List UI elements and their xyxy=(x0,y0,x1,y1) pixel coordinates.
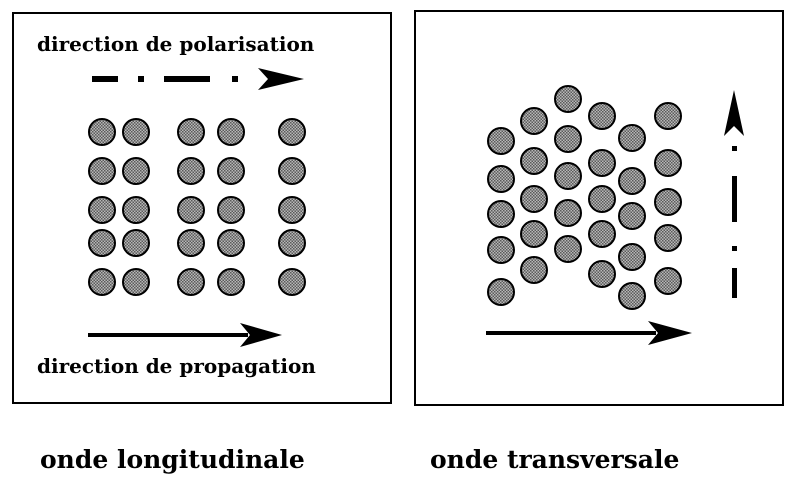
particle xyxy=(520,256,548,284)
particle xyxy=(122,118,150,146)
particle xyxy=(588,149,616,177)
particle xyxy=(654,267,682,295)
particle xyxy=(88,118,116,146)
particle xyxy=(654,102,682,130)
particle xyxy=(88,196,116,224)
particle xyxy=(520,147,548,175)
particle xyxy=(278,196,306,224)
particle xyxy=(278,157,306,185)
propagation-direction-label: direction de propagation xyxy=(37,354,316,378)
particle xyxy=(122,268,150,296)
particle xyxy=(588,260,616,288)
longitudinal-wave-caption: onde longitudinale xyxy=(40,445,305,474)
particle xyxy=(520,220,548,248)
particle xyxy=(88,268,116,296)
propagation-arrow-icon xyxy=(88,323,282,347)
particle xyxy=(177,118,205,146)
particle xyxy=(217,157,245,185)
transverse-particle-field xyxy=(487,85,682,310)
longitudinal-particle-grid xyxy=(88,118,306,296)
particle xyxy=(618,167,646,195)
particle xyxy=(588,102,616,130)
particle xyxy=(487,200,515,228)
polarization-arrow-icon xyxy=(724,90,744,298)
particle xyxy=(122,157,150,185)
transverse-wave-caption: onde transversale xyxy=(430,445,680,474)
particle xyxy=(654,149,682,177)
particle xyxy=(217,196,245,224)
particle xyxy=(654,188,682,216)
particle xyxy=(88,157,116,185)
particle xyxy=(177,268,205,296)
particle xyxy=(618,282,646,310)
polarization-arrow-icon xyxy=(92,68,304,90)
particle xyxy=(487,236,515,264)
particle xyxy=(278,229,306,257)
particle xyxy=(554,85,582,113)
particle xyxy=(554,199,582,227)
particle xyxy=(217,118,245,146)
particle xyxy=(122,229,150,257)
particle xyxy=(554,125,582,153)
particle xyxy=(520,185,548,213)
particle xyxy=(122,196,150,224)
particle xyxy=(618,124,646,152)
particle xyxy=(177,196,205,224)
particle xyxy=(278,268,306,296)
transverse-wave-figure xyxy=(486,85,744,345)
particle xyxy=(554,235,582,263)
particle xyxy=(520,107,548,135)
particle xyxy=(618,202,646,230)
particle xyxy=(177,157,205,185)
particle xyxy=(588,185,616,213)
transverse-wave-panel xyxy=(414,10,784,406)
particle xyxy=(487,165,515,193)
particle xyxy=(217,229,245,257)
longitudinal-wave-panel: direction de polarisation direction de p… xyxy=(12,12,392,404)
polarization-direction-label: direction de polarisation xyxy=(37,32,315,56)
particle xyxy=(217,268,245,296)
particle xyxy=(487,127,515,155)
particle xyxy=(278,118,306,146)
propagation-arrow-icon xyxy=(486,321,692,345)
particle xyxy=(588,220,616,248)
particle xyxy=(487,278,515,306)
particle xyxy=(88,229,116,257)
longitudinal-wave-figure xyxy=(88,68,306,347)
particle xyxy=(177,229,205,257)
particle xyxy=(618,243,646,271)
particle xyxy=(654,224,682,252)
particle xyxy=(554,162,582,190)
